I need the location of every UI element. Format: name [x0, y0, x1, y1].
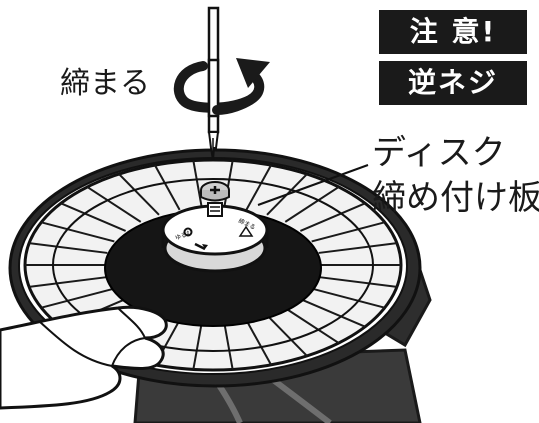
disc-segment-line [118, 173, 160, 216]
disc-segment-line [284, 307, 340, 344]
disc-segment-line [245, 319, 272, 366]
disc-segment-line [86, 186, 142, 223]
hand-icon [0, 305, 168, 410]
leader-line [257, 164, 369, 206]
disc-segment-line [28, 242, 108, 254]
phillips-screw-icon [200, 181, 230, 217]
disc-segment-line [311, 287, 385, 309]
warning-badge-reverse-thread: 逆ネジ [379, 61, 527, 105]
part-label-line2: 締め付け板 [372, 178, 539, 218]
disc-segment-line [41, 287, 115, 309]
disc-segment-line [245, 164, 272, 211]
disc-segment-line [318, 242, 398, 254]
warning-badge-caution: 注 意! [379, 10, 527, 54]
disc-segment-line [154, 164, 181, 211]
disc-segment-line [266, 314, 308, 357]
disc-segment-line [311, 221, 385, 243]
disc-tightening-plate: ゆるむ 締まる [161, 204, 269, 273]
disc-segment-line [299, 298, 366, 328]
disc-segment-line [60, 202, 127, 232]
tighten-label: 締まる [60, 66, 150, 101]
disc-segment-line [192, 160, 203, 208]
disc-segment-line [192, 322, 203, 370]
part-label-line1: ディスク [372, 133, 506, 173]
clockwise-rotation-arrow-icon [173, 58, 270, 118]
disc-segment-line [223, 322, 234, 370]
disc-segment-line [318, 276, 398, 288]
disc-segment-line [299, 202, 366, 232]
disc-segment-line [284, 186, 340, 223]
disc-segment-line [28, 276, 108, 288]
disc-segment-line [41, 221, 115, 243]
